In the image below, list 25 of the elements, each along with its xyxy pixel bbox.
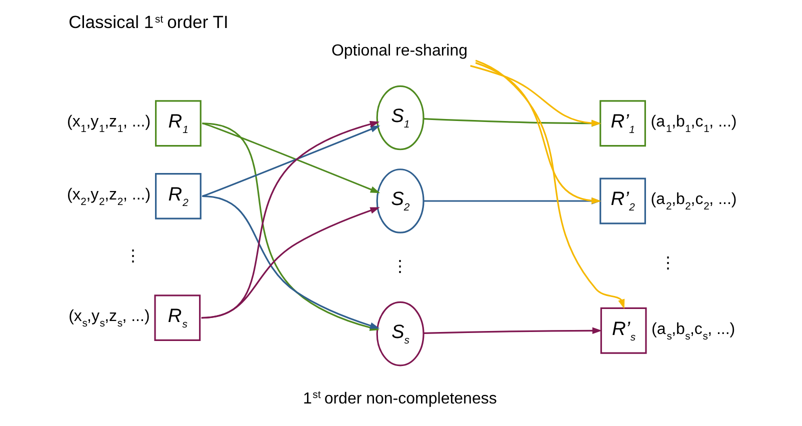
- node-label: (a$_{1}$,b$_{1}$,c$_{1}$, ...): [650, 114, 736, 136]
- node-text: Optional re-sharing: [330, 42, 468, 60]
- node-label: (x$_{s}$,y$_{s}$,z$_{s}$, ...): [68, 308, 150, 330]
- node-label: (x$_{1}$,y$_{1}$,z$_{1}$, ...): [66, 114, 150, 136]
- label: 1$^{st}$ order non-completeness: [302, 390, 496, 408]
- node-box: R$_{2}$: [154, 172, 201, 220]
- node-box: R$_{s}$: [154, 294, 200, 342]
- node-box: R’$_{2}$: [599, 178, 646, 224]
- diagram-title: Classical 1$^{st}$ order TI: [68, 12, 228, 32]
- label: ⋮: [391, 258, 408, 276]
- node-label: (a$_{2}$,b$_{2}$,c$_{2}$, ...): [650, 191, 736, 213]
- node-ellipse: S$_{1}$: [376, 85, 424, 150]
- node-ellipse: S$_{2}$: [376, 168, 424, 234]
- arrow: [202, 195, 380, 329]
- arrow: [474, 60, 624, 309]
- arrow: [200, 207, 380, 319]
- node-ellipse: S$_{s}$: [376, 301, 424, 366]
- label: ⋮: [659, 255, 676, 272]
- node-box: R$_{1}$: [154, 100, 201, 147]
- arrow: [423, 327, 602, 334]
- node-label: (x$_{2}$,y$_{2}$,z$_{2}$, ...): [66, 186, 150, 208]
- node-box: R’$_{1}$: [599, 100, 646, 147]
- node-box: R’$_{s}$: [600, 307, 646, 354]
- label: ⋮: [124, 248, 141, 266]
- node-label: (a$_{s}$,b$_{s}$,c$_{s}$, ...): [651, 320, 735, 342]
